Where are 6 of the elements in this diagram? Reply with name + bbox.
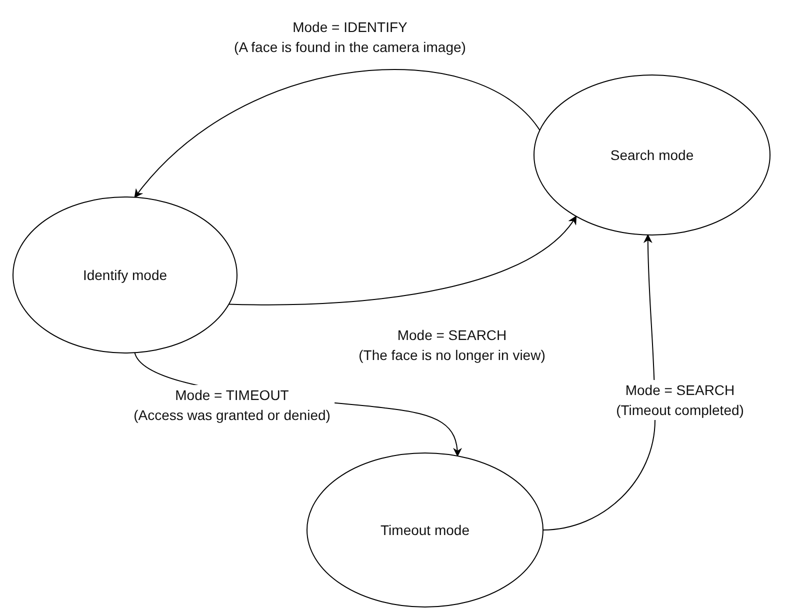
arrow <box>134 69 540 198</box>
state-name: Timeout mode <box>380 520 470 540</box>
state-name: Identify mode <box>82 266 168 285</box>
state-name: Search mode <box>610 146 694 164</box>
arrow <box>542 234 656 530</box>
arrow <box>228 216 577 306</box>
